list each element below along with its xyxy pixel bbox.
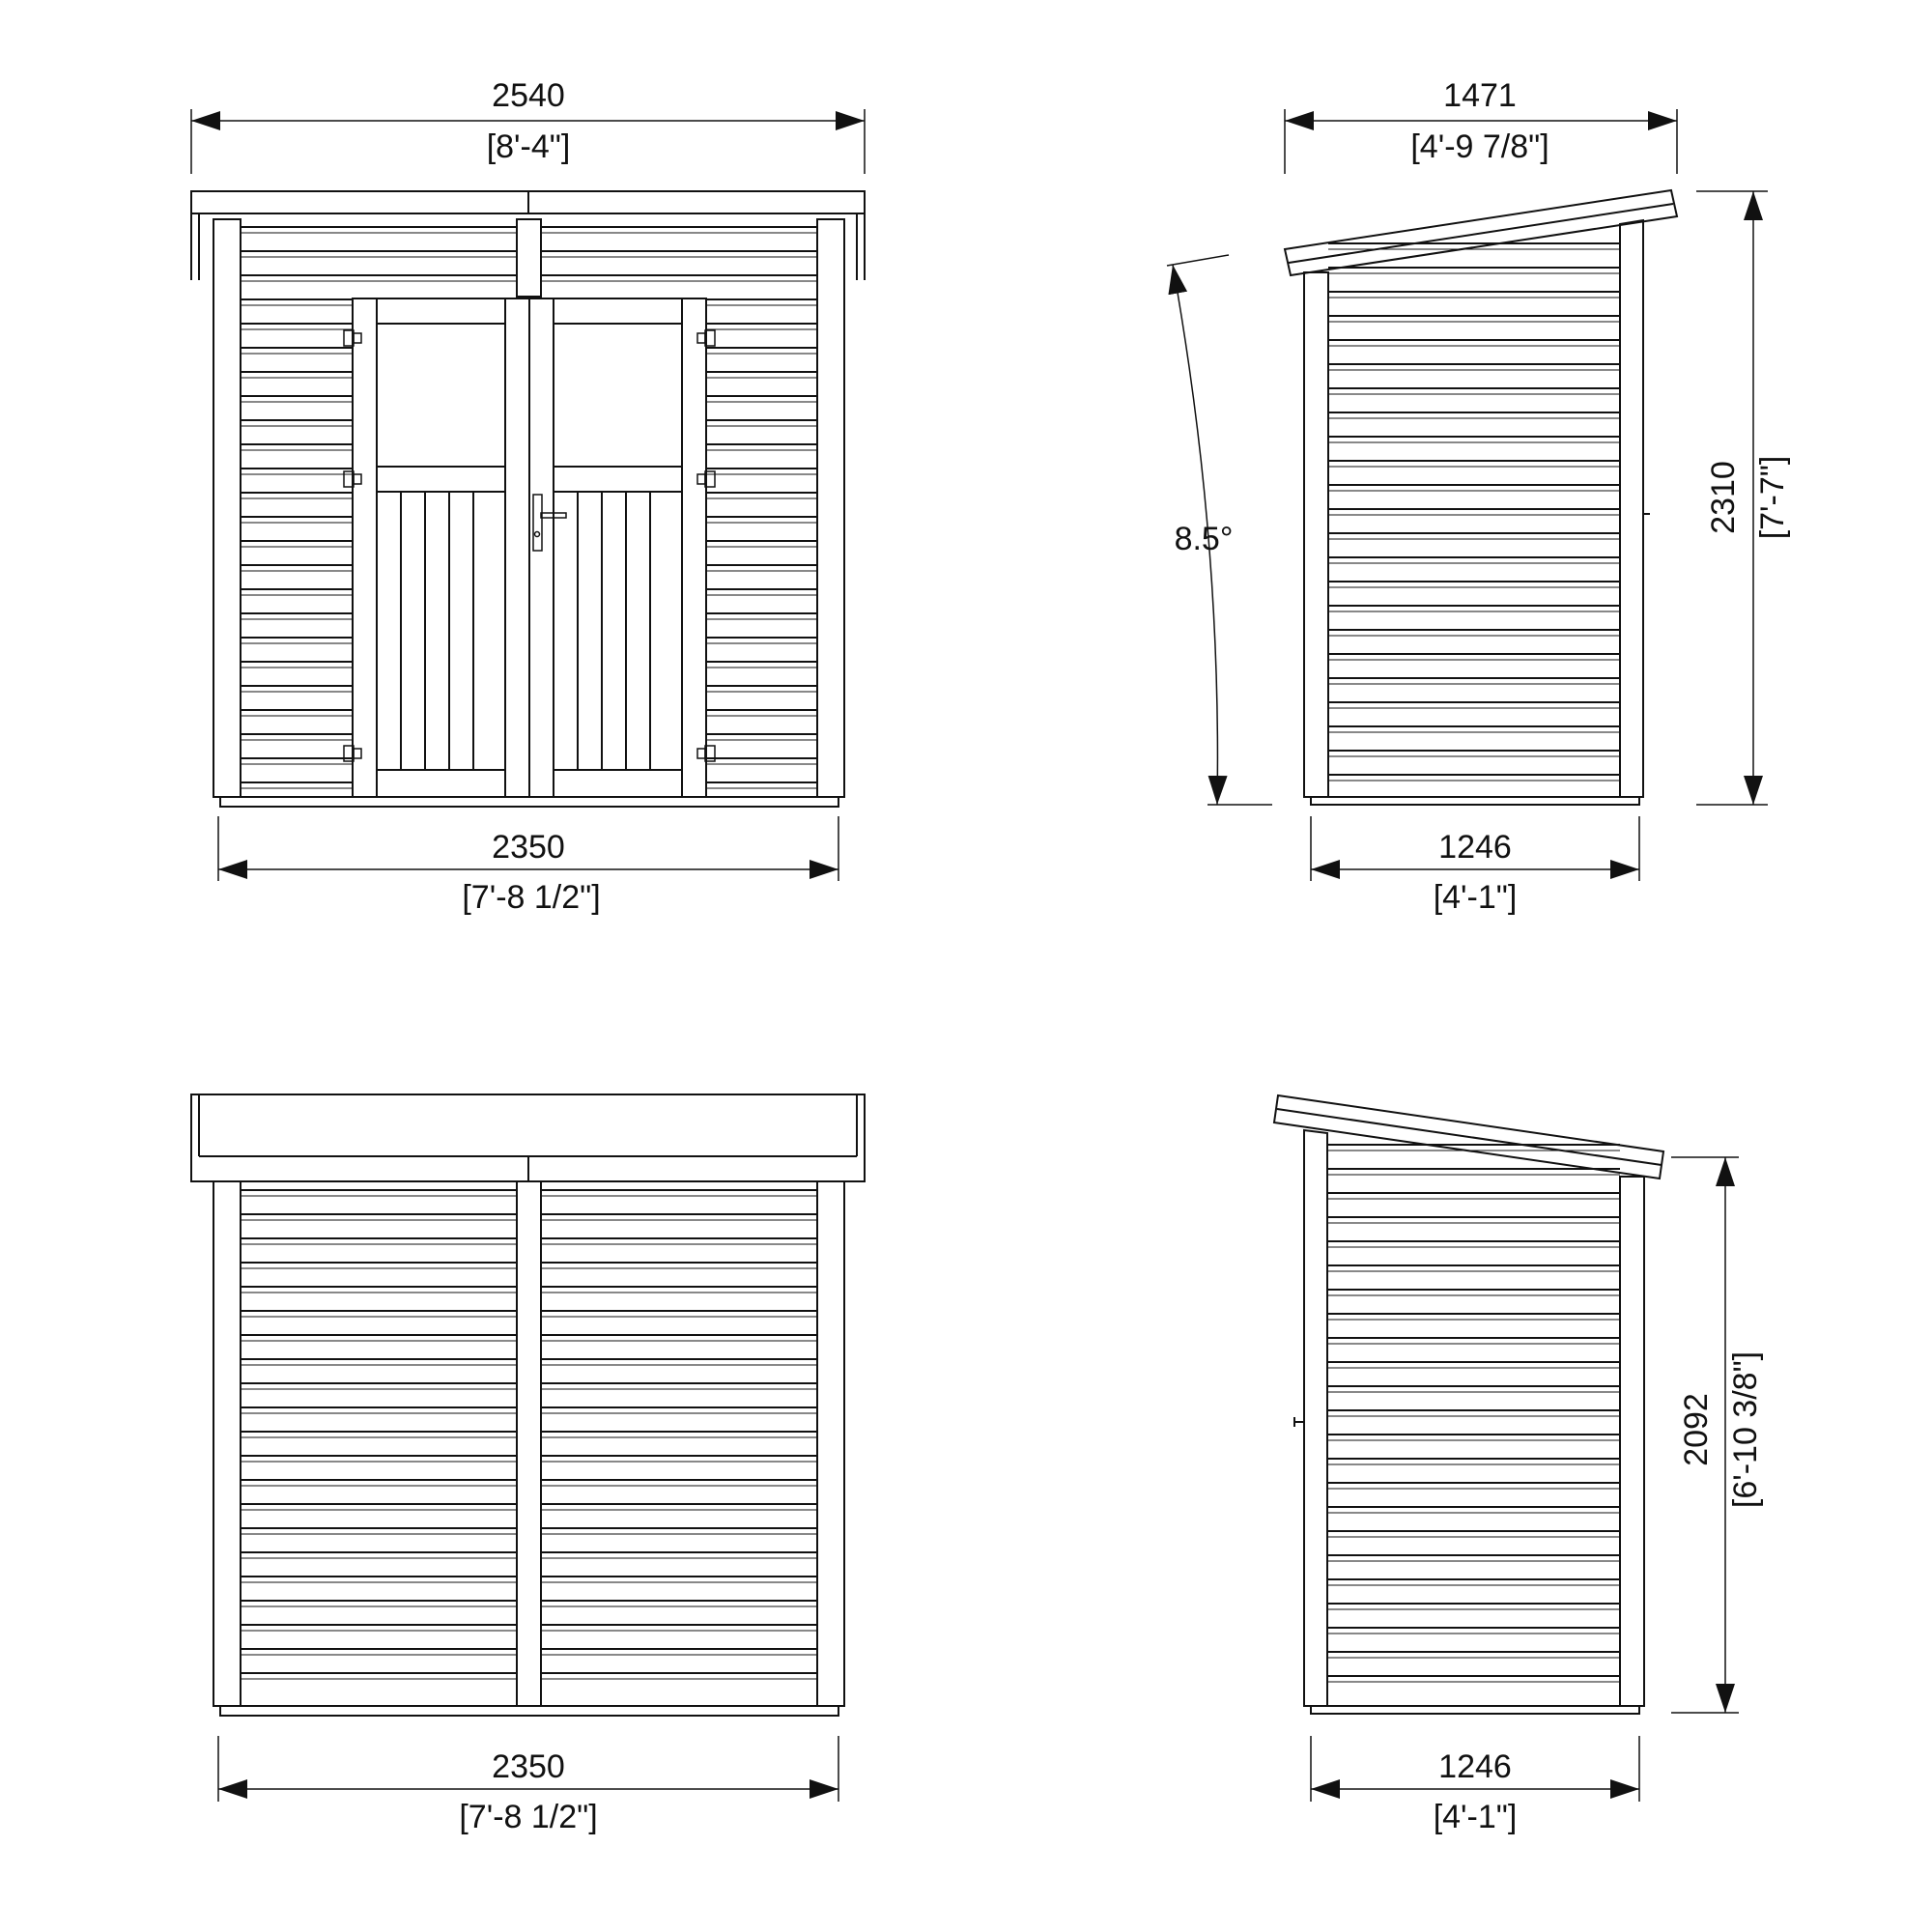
side-right-height-mm: 2310 [1705,461,1742,534]
side-left-back-post [1619,1176,1645,1707]
side-right-height-imperial: [7'-7"] [1754,456,1791,540]
side-left-front-post [1303,1128,1328,1707]
side-right-base [1310,796,1640,806]
front-right-door [528,298,707,798]
side-view-left [1272,1094,1665,1715]
side-left-depth-bottom-imperial: [4'-1"] [1434,1799,1518,1835]
side-right-depth-bottom-imperial: [4'-1"] [1434,879,1518,916]
front-width-bottom-mm: 2350 [492,829,565,866]
door-hinges [343,329,716,762]
front-view [190,190,866,808]
roof-angle-label: 8.5° [1175,521,1234,557]
back-view [190,1094,866,1717]
front-center-post [516,218,542,298]
side-right-roof [1283,188,1679,277]
side-left-cladding-boards [1327,1144,1620,1683]
front-cladding-boards [241,226,817,789]
side-view-right [1283,188,1679,806]
door-handle-icon [532,494,567,552]
back-cladding-boards [241,1189,817,1680]
front-width-top-imperial: [8'-4"] [487,128,571,165]
side-left-height-mm: 2092 [1678,1393,1715,1466]
back-roof [190,1094,866,1182]
front-width-top-mm: 2540 [492,77,565,114]
front-left-post [213,218,242,798]
back-right-post [816,1180,845,1707]
back-center-post [516,1180,542,1707]
front-left-door [352,298,530,798]
back-width-bottom-imperial: [7'-8 1/2"] [459,1799,597,1835]
front-width-bottom-imperial: [7'-8 1/2"] [462,879,600,916]
front-roof-fascia [190,190,866,280]
side-left-height-imperial: [6'-10 3/8"] [1727,1351,1764,1508]
side-right-back-post [1619,218,1644,798]
side-right-cladding-boards [1328,242,1620,781]
side-right-depth-top-imperial: [4'-9 7/8"] [1410,128,1548,165]
side-left-depth-bottom-mm: 1246 [1438,1748,1512,1785]
side-right-depth-top-mm: 1471 [1443,77,1517,114]
dimension-labels: 2540 [8'-4"] 2350 [7'-8 1/2"] 1471 [4'-9… [459,77,1791,1835]
side-right-depth-bottom-mm: 1246 [1438,829,1512,866]
back-left-post [213,1180,242,1707]
back-base [219,1705,839,1717]
dimension-lines [190,109,1768,1802]
front-base [219,796,839,808]
side-right-front-post [1303,271,1329,798]
back-width-bottom-mm: 2350 [492,1748,565,1785]
side-left-base [1310,1705,1640,1715]
side-left-roof [1272,1094,1665,1180]
front-right-post [816,218,845,798]
